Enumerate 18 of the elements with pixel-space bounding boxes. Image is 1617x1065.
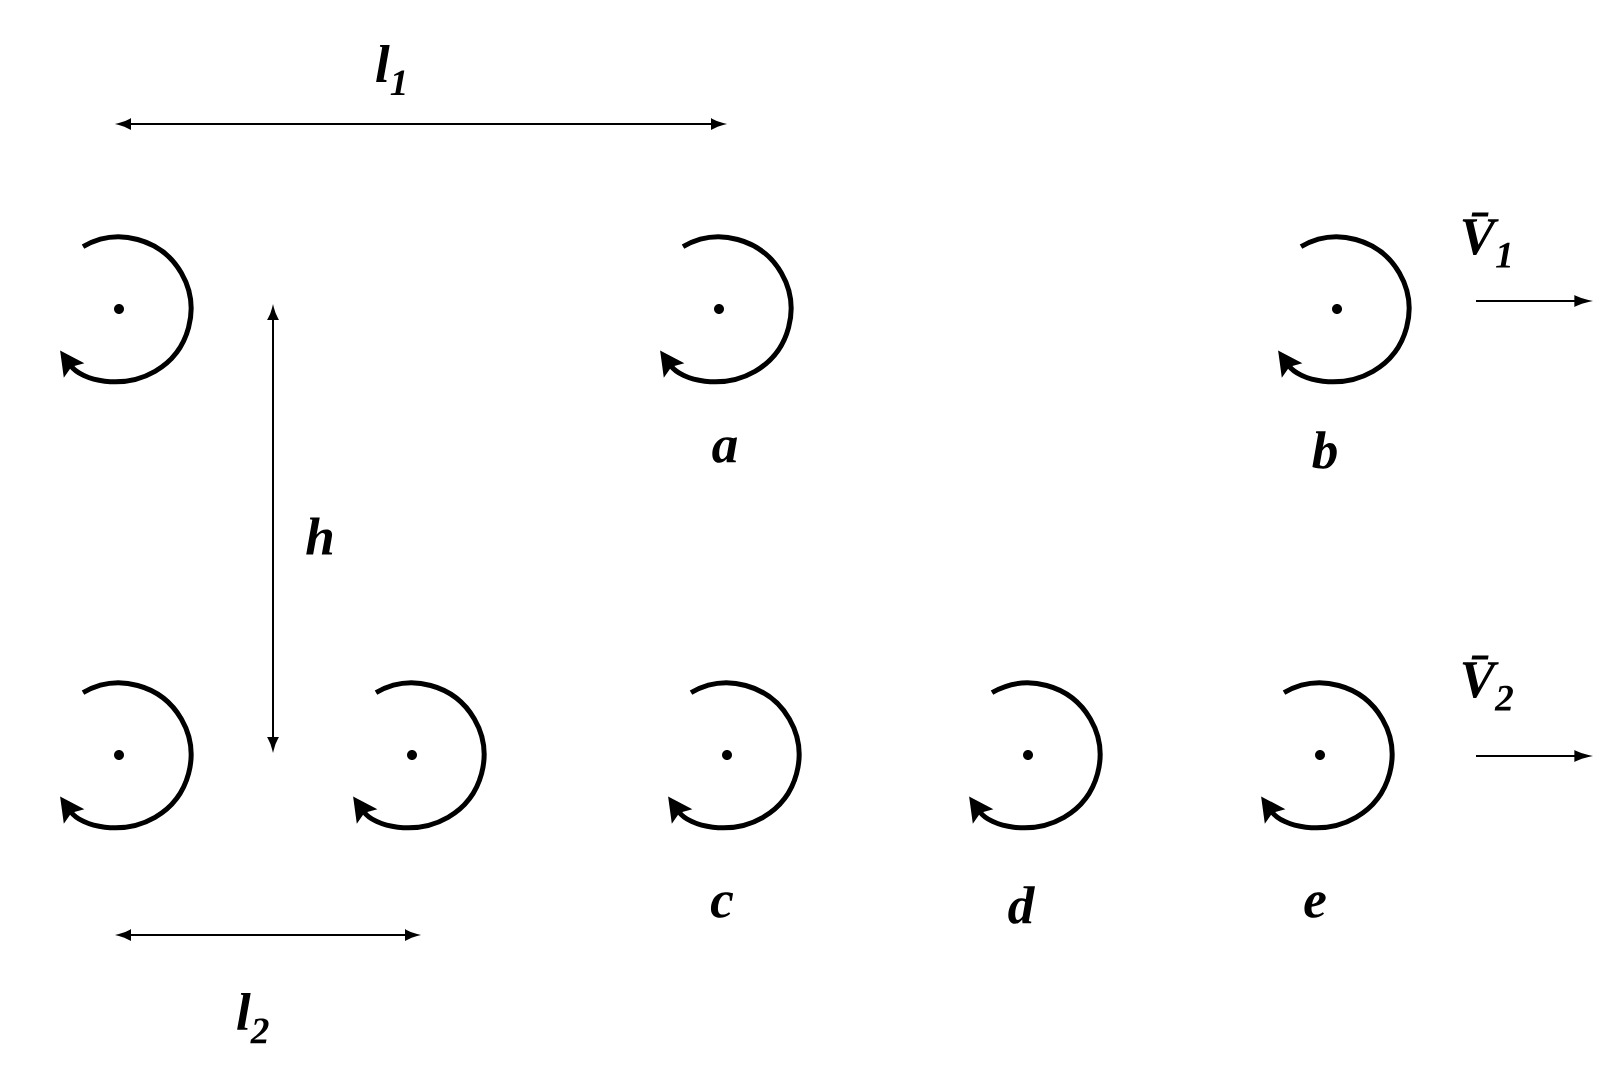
vortex-label: c	[710, 892, 734, 918]
vortex-label: a	[712, 437, 738, 463]
vortex-label: b	[1312, 431, 1337, 469]
dimension-label: V̄$_{1}$	[1462, 212, 1510, 268]
dimension-label: h	[306, 517, 333, 555]
vortex-symbol	[60, 234, 194, 385]
dimension-label: l$_{2}$	[237, 992, 269, 1044]
vortex-symbol	[660, 234, 794, 385]
vortex-symbol	[969, 680, 1103, 831]
dimension-label: V̄$_{2}$	[1462, 655, 1513, 711]
dimension-label: l$_{1}$	[376, 44, 405, 96]
vortex-symbol	[668, 680, 802, 831]
vortex-label: e	[1304, 892, 1326, 918]
vortex-symbol	[60, 680, 194, 831]
vortex-label: d	[1008, 886, 1035, 924]
vortex-symbol	[1261, 680, 1395, 831]
vortex-symbol	[353, 680, 487, 831]
vortex-symbol	[1278, 234, 1412, 385]
